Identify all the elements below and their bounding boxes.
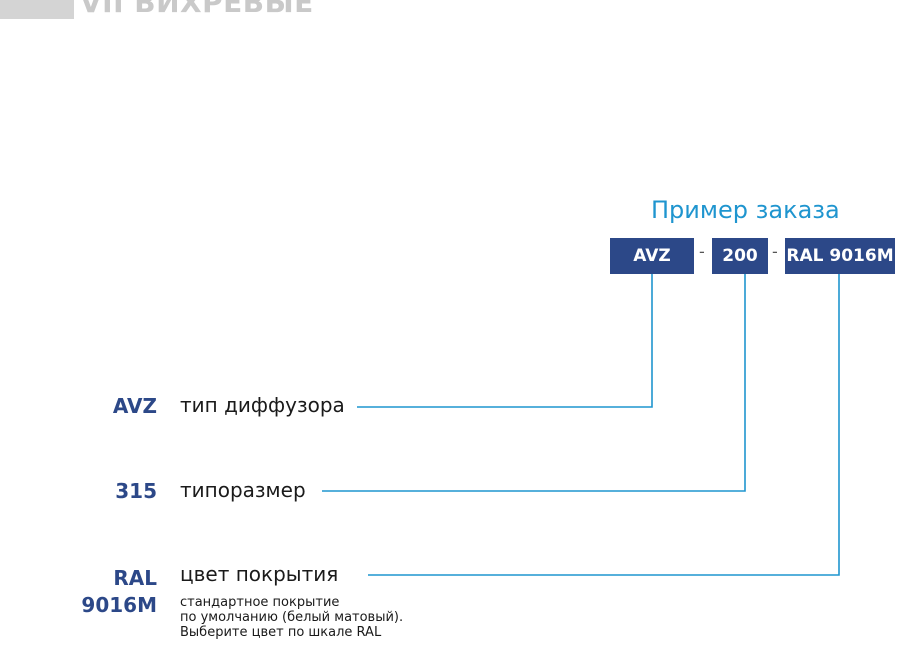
connector-line-size (322, 274, 746, 492)
param-code-size: 315 (115, 479, 157, 503)
order-code-type: AVZ (610, 238, 694, 274)
note-line: по умолчанию (белый матовый). (180, 610, 404, 625)
param-code-type: AVZ (112, 394, 157, 418)
order-code-separator: - (699, 242, 705, 261)
order-code-separator: - (772, 242, 778, 261)
param-note-color: стандартное покрытие по умолчанию (белый… (180, 595, 403, 640)
param-code-color-line1: RAL (113, 566, 157, 590)
note-line: стандартное покрытие (180, 595, 340, 610)
order-example-title: Пример заказа (651, 196, 840, 224)
param-label-size: типоразмер (180, 478, 306, 502)
order-code-color: RAL 9016M (785, 238, 895, 274)
connector-line-type (357, 274, 653, 408)
note-line: Выберите цвет по шкале RAL (180, 625, 382, 640)
param-code-color-line2: 9016M (81, 593, 157, 617)
connector-line-color (368, 274, 840, 576)
param-label-color: цвет покрытия (180, 562, 339, 586)
order-code-size: 200 (712, 238, 768, 274)
param-label-type: тип диффузора (180, 393, 345, 417)
section-title: VII ВИХРЕВЫЕ (80, 0, 314, 19)
header-tab-bar (0, 0, 74, 19)
